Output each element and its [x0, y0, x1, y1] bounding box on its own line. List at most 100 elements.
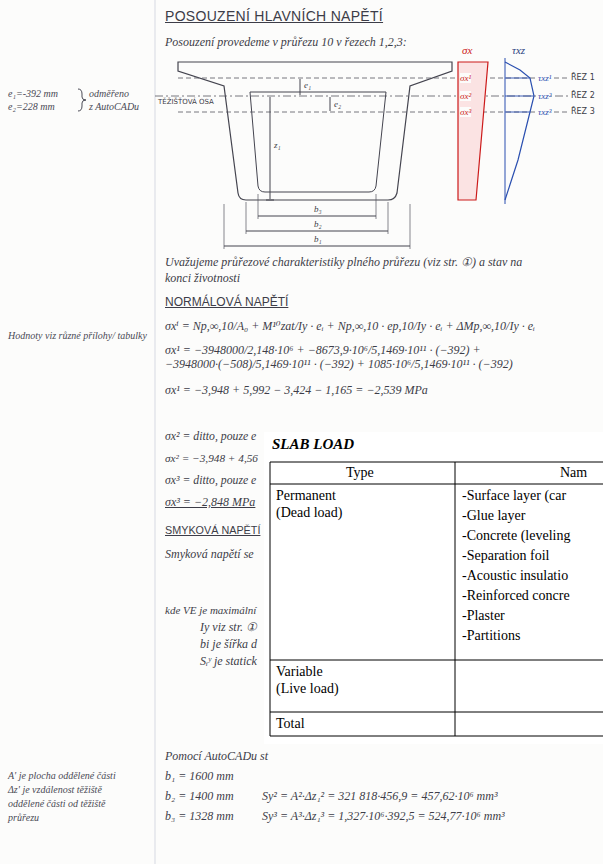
table-rule [270, 712, 603, 713]
margin-note: oddělené části od těžiště [8, 798, 105, 810]
dimension-line [300, 79, 301, 95]
table-rule [270, 462, 603, 463]
dimension-label: z₁ [273, 140, 282, 150]
centroid-axis [155, 96, 568, 97]
table-cell: -Reinforced concre [462, 588, 570, 604]
table-cell: -Plaster [462, 608, 505, 624]
table-cell: Total [276, 716, 305, 732]
brace [78, 89, 86, 111]
dimension-line [270, 97, 271, 199]
formula: Sy³ = A³·Δz₁³ = 1,327·10⁶·392,5 = 524,77… [262, 810, 505, 824]
extension-line [246, 202, 247, 234]
axis-label: TĚŽIŠŤOVÁ OSA [157, 98, 215, 106]
dimension-label: b₁ [313, 234, 323, 244]
margin-note: odměřeno [89, 88, 129, 100]
formula: σx² = −3,948 + 4,56 [165, 452, 258, 465]
table-cell: Variable [276, 664, 323, 680]
dimension-label: b₃ [313, 204, 323, 214]
formula: σx¹ = −3,948 + 5,992 − 3,424 − 1,165 = −… [165, 384, 428, 398]
extension-line [410, 204, 411, 249]
table-rule [270, 660, 603, 661]
table-cell: -Acoustic insulatio [462, 568, 568, 584]
handwritten-line: Posouzení provedeme v průřezu 10 v řezec… [165, 36, 407, 50]
table-rule [455, 462, 456, 736]
page-title: POSOUZENÍ HLAVNÍCH NAPĚTÍ [165, 8, 383, 24]
stress-label: σx¹ [460, 73, 471, 83]
normal-stress-diagram [458, 62, 488, 200]
stress-label: σx² [460, 91, 471, 101]
table-header: Type [346, 465, 374, 481]
stress-label: τxz² [538, 91, 551, 101]
formula: σx³ = ditto, pouze e [165, 474, 256, 488]
table-cell: Permanent [276, 488, 336, 504]
table-rule [270, 462, 271, 736]
cross-section-outline [178, 62, 452, 200]
dimension-line [330, 97, 331, 111]
cut-label: ŘEZ 2 [571, 91, 595, 100]
handwritten-line: bi je šířka d [200, 638, 257, 652]
handwritten-line: Sᵢʸ je statick [200, 655, 257, 669]
table-cell: -Partitions [462, 628, 520, 644]
handwritten-line: Smyková napětí se [165, 548, 254, 562]
margin-note: z AutoCADu [89, 101, 139, 113]
dimension-label: b₂ [313, 219, 323, 229]
diagram-heading: τxz [512, 44, 525, 57]
handwritten-line: konci životnosti [165, 272, 240, 286]
dimension-line [224, 246, 410, 247]
shear-ordinate [505, 96, 534, 97]
formula: σxⁱ = Np,∞,10/A₀ + M¹⁰zat/Iy · eᵢ + Np,∞… [165, 320, 535, 334]
cut-label: ŘEZ 1 [571, 73, 595, 82]
dimension-value: b₂ = 1400 mm [165, 790, 234, 804]
handwritten-line: Iy viz str. ① [200, 621, 257, 635]
dimension-value: b₃ = 1328 mm [165, 810, 234, 824]
extension-line [376, 194, 377, 219]
diagram-heading: σx [462, 44, 472, 57]
table-panel [264, 432, 603, 744]
formula: σx¹ = −3948000/2,148·10⁶ + −8673,9·10⁶/5… [165, 344, 595, 372]
formula: σx² = ditto, pouze e [165, 430, 256, 444]
table-cell: -Surface layer (car [462, 488, 566, 504]
extension-line [224, 204, 225, 249]
handwritten-line: Uvažujeme průřezové charakteristiky plné… [165, 256, 522, 270]
margin-note: e₁=-392 mm [8, 88, 58, 100]
dimension-value: b₁ = 1600 mm [165, 770, 234, 784]
extension-line [258, 194, 259, 219]
margin-note: průřezu [8, 812, 39, 824]
shear-axis [505, 58, 506, 204]
margin-note: A' je plocha oddělené části [8, 770, 116, 782]
cut-line [178, 112, 568, 113]
extension-line [388, 202, 389, 234]
table-cell: -Concrete (leveling [462, 528, 570, 544]
table-box: SLAB LOAD [268, 436, 361, 456]
cut-label: ŘEZ 3 [571, 107, 595, 116]
shear-ordinate [505, 78, 530, 79]
handwritten-line: kde VE je maximální [165, 604, 256, 617]
stress-label: σx³ [460, 107, 471, 117]
table-header: Nam [560, 465, 587, 481]
margin-note: Δz' je vzdálenost těžiště [8, 784, 102, 796]
handwritten-line: Pomocí AutoCADu st [165, 750, 268, 764]
table-cell: -Glue layer [462, 508, 525, 524]
formula: Sy² = A²·Δz₁² = 321 818·456,9 = 457,62·1… [262, 790, 498, 804]
dimension-line [258, 216, 376, 217]
shear-ordinate [505, 112, 530, 113]
section-heading: SMYKOVÁ NAPĚTÍ [165, 524, 260, 536]
cut-line [178, 78, 568, 79]
stress-label: τxz³ [538, 107, 551, 117]
table-cell: -Separation foil [462, 548, 549, 564]
stress-label: τxz¹ [538, 73, 551, 83]
shear-stress-diagram [505, 62, 534, 200]
dimension-tick [266, 200, 274, 201]
margin-note: e₂=228 mm [8, 101, 55, 113]
table-rule [270, 484, 603, 485]
table-rule [270, 736, 603, 737]
table-cell: (Dead load) [276, 505, 342, 521]
dimension-label: e₂ [333, 99, 342, 109]
section-heading: NORMÁLOVÁ NAPĚTÍ [165, 296, 288, 310]
dimension-label: e₁ [303, 80, 312, 90]
table-title: SLAB LOAD [272, 436, 357, 453]
dimension-line [246, 231, 388, 232]
margin-note: Hodnoty viz různé přílohy/ tabulky [8, 330, 148, 342]
